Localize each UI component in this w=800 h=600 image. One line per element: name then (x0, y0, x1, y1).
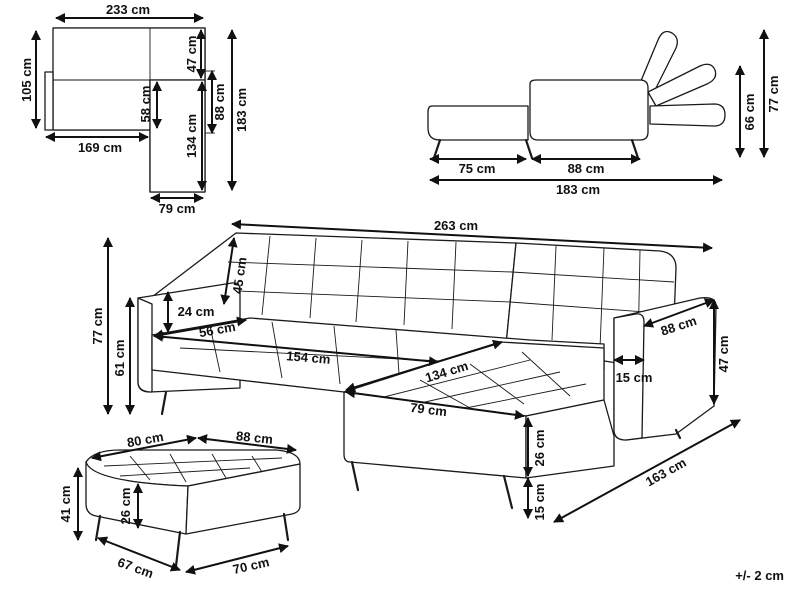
sofa-right-height-label: 47 cm (716, 336, 731, 373)
side-total-length-label: 183 cm (556, 182, 600, 197)
top-total-length-label: 183 cm (234, 88, 249, 132)
ottoman-leg-left (94, 514, 102, 542)
side-seat-base (427, 105, 529, 141)
sofa-leg-chaise-right (502, 474, 514, 510)
sofa-seat-width-label: 154 cm (286, 348, 331, 367)
ottoman-leg-front (174, 530, 182, 568)
ottoman: 80 cm 88 cm 41 cm 26 cm 67 cm 70 cm (58, 428, 301, 581)
side-seat-part-label: 75 cm (459, 161, 496, 176)
sofa-arm-width-label: 15 cm (616, 370, 653, 385)
side-chaise-part-label: 88 cm (568, 161, 605, 176)
top-upper-depth-label: 47 cm (184, 36, 199, 73)
sofa-total-width-label: 263 cm (434, 218, 478, 233)
side-backrest-height-label: 77 cm (766, 76, 781, 113)
ottoman-top-depth-label: 88 cm (235, 428, 273, 447)
sofa-chaise-width-label: 79 cm (409, 400, 447, 419)
sofa-seat-height-label: 61 cm (112, 340, 127, 377)
ottoman-leg-right (282, 512, 290, 542)
sofa-total-height-label: 77 cm (90, 308, 105, 345)
side-leg-right (630, 138, 640, 160)
side-backrest-upright (637, 30, 678, 97)
ottoman-bottom-width-label: 70 cm (231, 554, 270, 577)
ottoman-tufting (103, 453, 283, 483)
ottoman-total-height-label: 41 cm (58, 486, 73, 523)
top-seat-depth-label: 58 cm (138, 86, 153, 123)
sofa-leg-height-label: 15 cm (532, 484, 547, 521)
top-view: 233 cm 105 cm 47 cm 58 cm 88 cm 134 cm 1… (19, 2, 249, 216)
sofa-leg-chaise-left (350, 460, 360, 492)
top-view-arm (44, 71, 54, 131)
top-width-label: 233 cm (106, 2, 150, 17)
sofa-cushion-height-label: 26 cm (532, 430, 547, 467)
sofa-arm-height-label: 24 cm (178, 304, 215, 319)
top-sofa-width-label: 169 cm (78, 140, 122, 155)
sofa-left-arm-front (137, 297, 153, 393)
side-reclined-height-label: 66 cm (742, 94, 757, 131)
ottoman-top-width-label: 80 cm (126, 429, 165, 450)
sofa-leg-left-front (160, 390, 168, 416)
top-chaise-length-label: 134 cm (184, 114, 199, 158)
ottoman-cushion-height-label: 26 cm (118, 488, 133, 525)
top-depth-label: 105 cm (19, 58, 34, 102)
ottoman-side (185, 463, 301, 535)
side-leg-mid (524, 138, 534, 160)
side-leg-left (432, 138, 442, 160)
top-chaise-width-label: 79 cm (159, 201, 196, 216)
sofa-back-height-label: 45 cm (230, 256, 250, 295)
side-backrest-flat (649, 103, 726, 127)
side-chaise-block (529, 79, 649, 141)
top-chaise-inner-label: 88 cm (212, 84, 227, 121)
tolerance-note: +/- 2 cm (735, 568, 784, 583)
side-view: 75 cm 88 cm 183 cm 66 cm 77 cm (427, 29, 781, 197)
side-backrest-half (647, 63, 717, 107)
